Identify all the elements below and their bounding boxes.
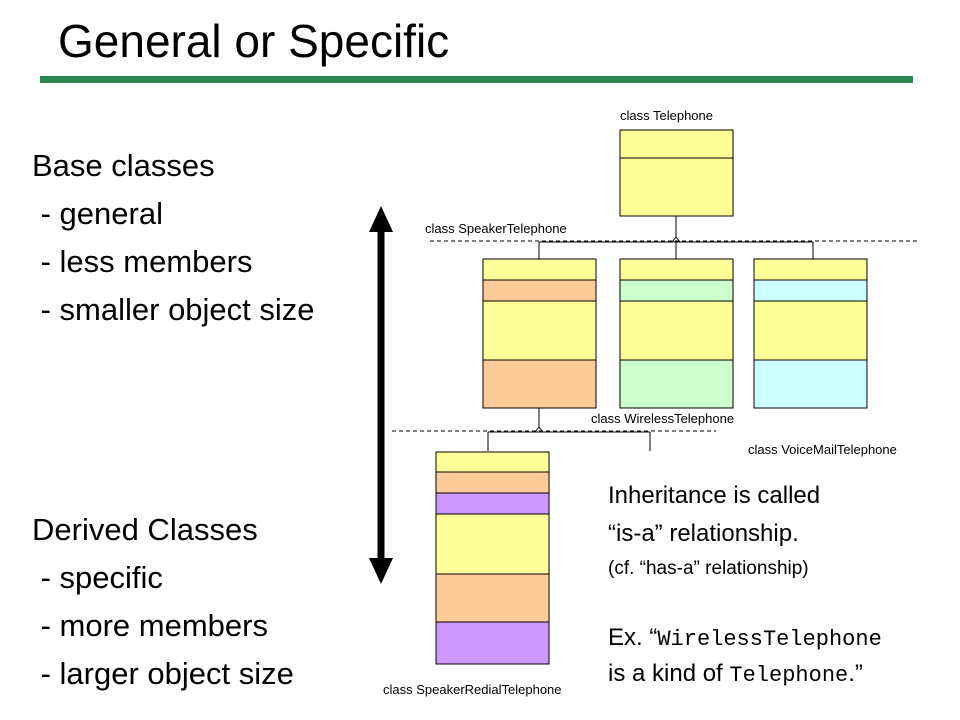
inheritance-connector [538, 216, 814, 259]
base-classes-heading: Base classes [32, 148, 215, 183]
base-classes-item: - smaller object size [32, 292, 315, 327]
title-underline-bar [40, 76, 913, 83]
voicemail-telephone-class-label: class VoiceMailTelephone [748, 442, 897, 457]
example-suffix: .” [848, 660, 863, 687]
page-title: General or Specific [58, 15, 450, 67]
derived-classes-item: - more members [32, 608, 268, 643]
voicemail-telephone-class-box [753, 258, 868, 409]
wireless-telephone-class-box [619, 258, 734, 409]
base-classes-item: - general [32, 196, 163, 231]
note-has-a-line: (cf. “has-a” relationship) [608, 558, 809, 579]
base-classes-item: - less members [32, 244, 253, 279]
speaker-redial-telephone-class-box [435, 451, 550, 665]
example-line-1: Ex. “WirelessTelephone [608, 624, 882, 652]
example-line-2: is a kind of Telephone.” [608, 660, 863, 688]
example-class-telephone: Telephone [729, 663, 849, 688]
general-specific-arrow [369, 206, 393, 584]
example-mid: is a kind of [608, 660, 730, 687]
wireless-telephone-class-label: class WirelessTelephone [591, 411, 735, 426]
telephone-class-box [619, 129, 734, 217]
derived-classes-item: - specific [32, 560, 163, 595]
note-is-a-line: “is-a” relationship. [608, 520, 799, 547]
speaker-telephone-class-label: class SpeakerTelephone [425, 221, 567, 236]
derived-classes-block: Derived Classes - specific - more member… [32, 506, 294, 698]
derived-classes-heading: Derived Classes [32, 512, 258, 547]
base-classes-block: Base classes - general - less members - … [32, 142, 315, 334]
derived-classes-item: - larger object size [32, 656, 294, 691]
note-inheritance-line: Inheritance is called [608, 482, 821, 509]
speaker-redial-telephone-class-label: class SpeakerRedialTelephone [383, 682, 562, 697]
telephone-class-label: class Telephone [620, 108, 713, 123]
inheritance-connector [487, 408, 651, 451]
example-class-wireless: WirelessTelephone [657, 627, 882, 652]
example-prefix: Ex. “ [608, 624, 658, 651]
speaker-telephone-class-box [482, 258, 597, 409]
